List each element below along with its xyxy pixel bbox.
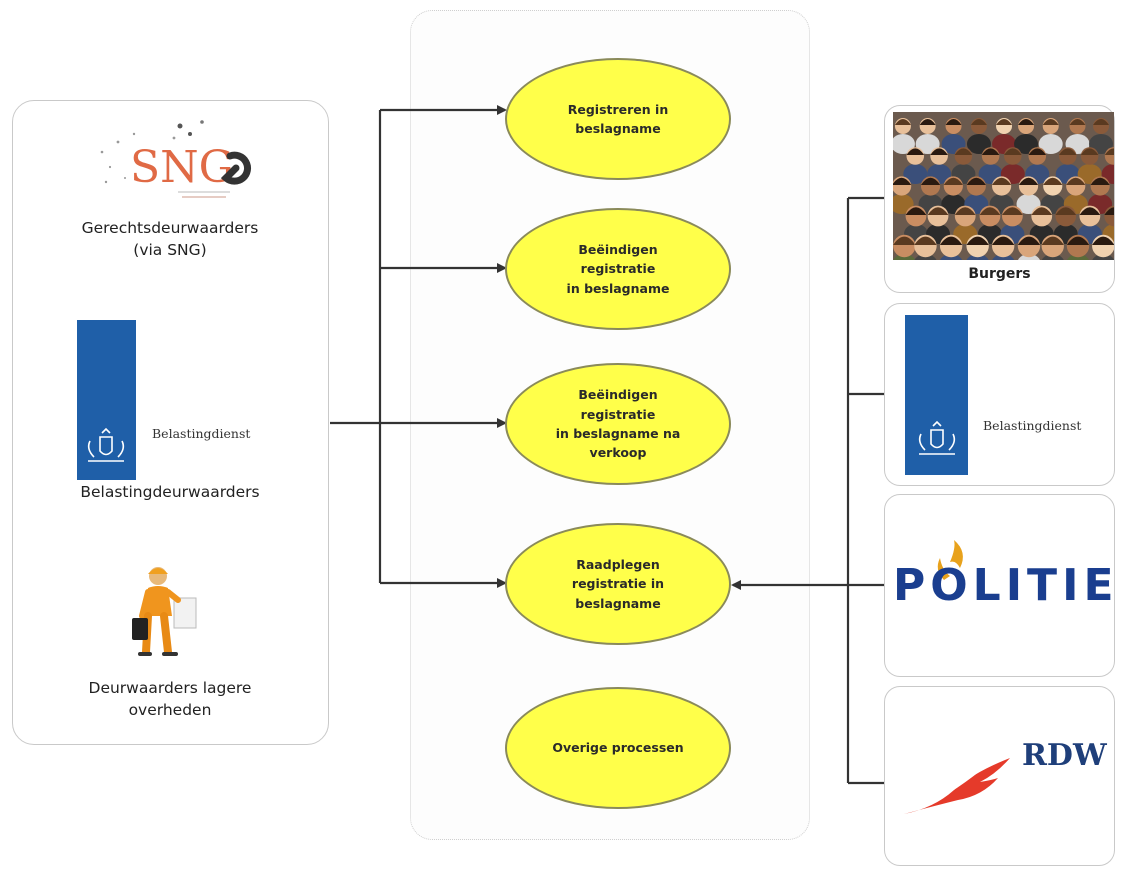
rdw-card [884, 686, 1115, 866]
politie-flame-icon [937, 540, 963, 580]
process-text: Raadplegen [576, 556, 660, 572]
gerechtsdeurwaarders-label: Gerechtsdeurwaarders (via SNG) [40, 218, 300, 261]
sng-logo: SNG [100, 120, 251, 198]
lagere-label-line2: overheden [128, 700, 212, 719]
left-actor-panel [12, 100, 329, 745]
process-registreren: Registreren in beslagname [505, 58, 731, 180]
process-text: Beëindigen registratie [578, 241, 658, 277]
lagere-label-line1: Deurwaarders lagere [88, 679, 252, 697]
process-text: Beëindigen registratie [578, 387, 658, 422]
process-text: Overige processen [552, 740, 684, 756]
rijksoverheid-bar [905, 315, 968, 475]
worker-figure-icon [132, 567, 197, 656]
sng-label-line1: Gerechtsdeurwaarders [81, 219, 259, 237]
belastingdeurwaarders-label: Belastingdeurwaarders [80, 483, 260, 501]
belastingdienst-logo-text: Belastingdienst [983, 418, 1082, 433]
politie-card [884, 494, 1115, 677]
sng-logo-text: SNG [130, 142, 234, 193]
process-raadplegen: Raadplegen registratie in beslagname [505, 523, 731, 645]
process-beeindigen: Beëindigen registratie in beslagname [505, 208, 731, 330]
process-beeindigen-verkoop: Beëindigen registratie in beslagname na … [505, 363, 731, 485]
process-overige: Overige processen [505, 687, 731, 809]
process-text: in beslagname [566, 280, 670, 296]
process-text: Registreren in [567, 101, 669, 117]
process-text: in beslagname na [555, 426, 681, 441]
rdw-feather-icon [904, 758, 1010, 814]
sng-label-line2: (via SNG) [133, 240, 207, 259]
deurwaarders-lagere-overheden-label: Deurwaarders lagere overheden [40, 678, 300, 721]
process-text: verkoop [589, 445, 647, 461]
process-text: beslagname [575, 595, 661, 611]
belastingdienst-logo-text: Belastingdienst [152, 426, 251, 441]
rijksoverheid-bar [77, 320, 136, 480]
rdw-logo-text: RDW [1022, 738, 1107, 773]
politie-logo-text: POLITIE [893, 560, 1119, 611]
burgers-label: Burgers [968, 266, 1031, 282]
process-text: registratie in [571, 576, 665, 592]
crest-icon [918, 420, 956, 455]
process-text: beslagname [575, 121, 661, 136]
crowd-photo [893, 112, 1114, 260]
crest-icon [87, 427, 125, 462]
